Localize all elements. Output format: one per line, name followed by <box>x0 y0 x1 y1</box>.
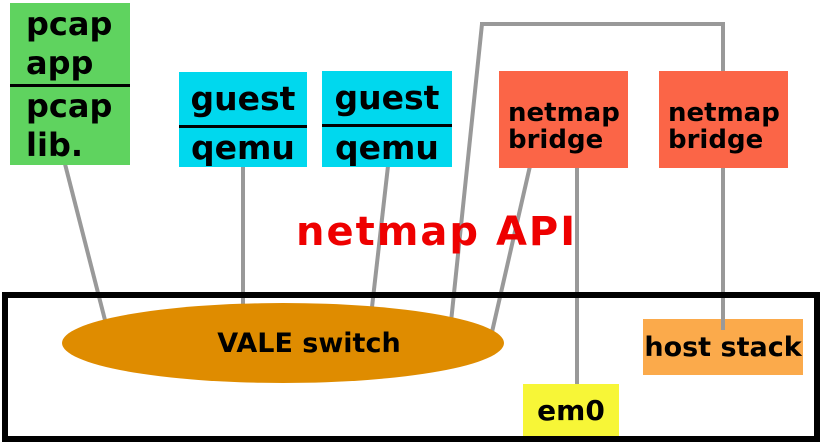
guest-qemu-box-2: guest qemu <box>322 71 452 167</box>
host-stack-label: host stack <box>644 331 802 363</box>
guest-qemu-box-1: guest qemu <box>179 72 307 167</box>
pcap-app-upper-cell: pcap app <box>10 3 130 87</box>
netmap-bridge-box-1: netmap bridge <box>499 71 628 168</box>
host-stack-box: host stack <box>643 319 803 375</box>
netmap-bridge-1-line2: bridge <box>508 125 604 155</box>
guest-label-1: guest <box>179 72 307 128</box>
connector-bridge1-to-vale <box>490 165 532 333</box>
connector-guest2-to-vale <box>369 165 390 317</box>
pcap-app-box: pcap app pcap lib. <box>10 3 130 165</box>
vale-switch-ellipse: VALE switch <box>62 303 504 383</box>
host-system-boundary-box <box>2 292 820 442</box>
netmap-bridge-1-line1: netmap <box>508 98 620 128</box>
guest-label-2: guest <box>322 71 452 127</box>
pcap-app-line2: app <box>26 43 94 82</box>
qemu-label-1: qemu <box>191 128 295 167</box>
netmap-bridge-box-2: netmap bridge <box>659 71 788 168</box>
netmap-api-label: netmap API <box>296 209 578 255</box>
connector-bracket-diagonal <box>449 23 484 323</box>
qemu-label-2: qemu <box>335 127 439 167</box>
pcap-lib-line1: pcap <box>26 87 113 125</box>
em0-label: em0 <box>537 393 605 427</box>
pcap-lib-lower-cell: pcap lib. <box>10 87 130 165</box>
netmap-bridge-2-line2: bridge <box>668 125 764 155</box>
em0-box: em0 <box>523 384 619 436</box>
vale-switch-label: VALE switch <box>217 327 401 359</box>
pcap-app-line1: pcap <box>26 4 113 43</box>
netmap-bridge-2-line1: netmap <box>668 98 780 128</box>
pcap-lib-line2: lib. <box>26 126 83 164</box>
